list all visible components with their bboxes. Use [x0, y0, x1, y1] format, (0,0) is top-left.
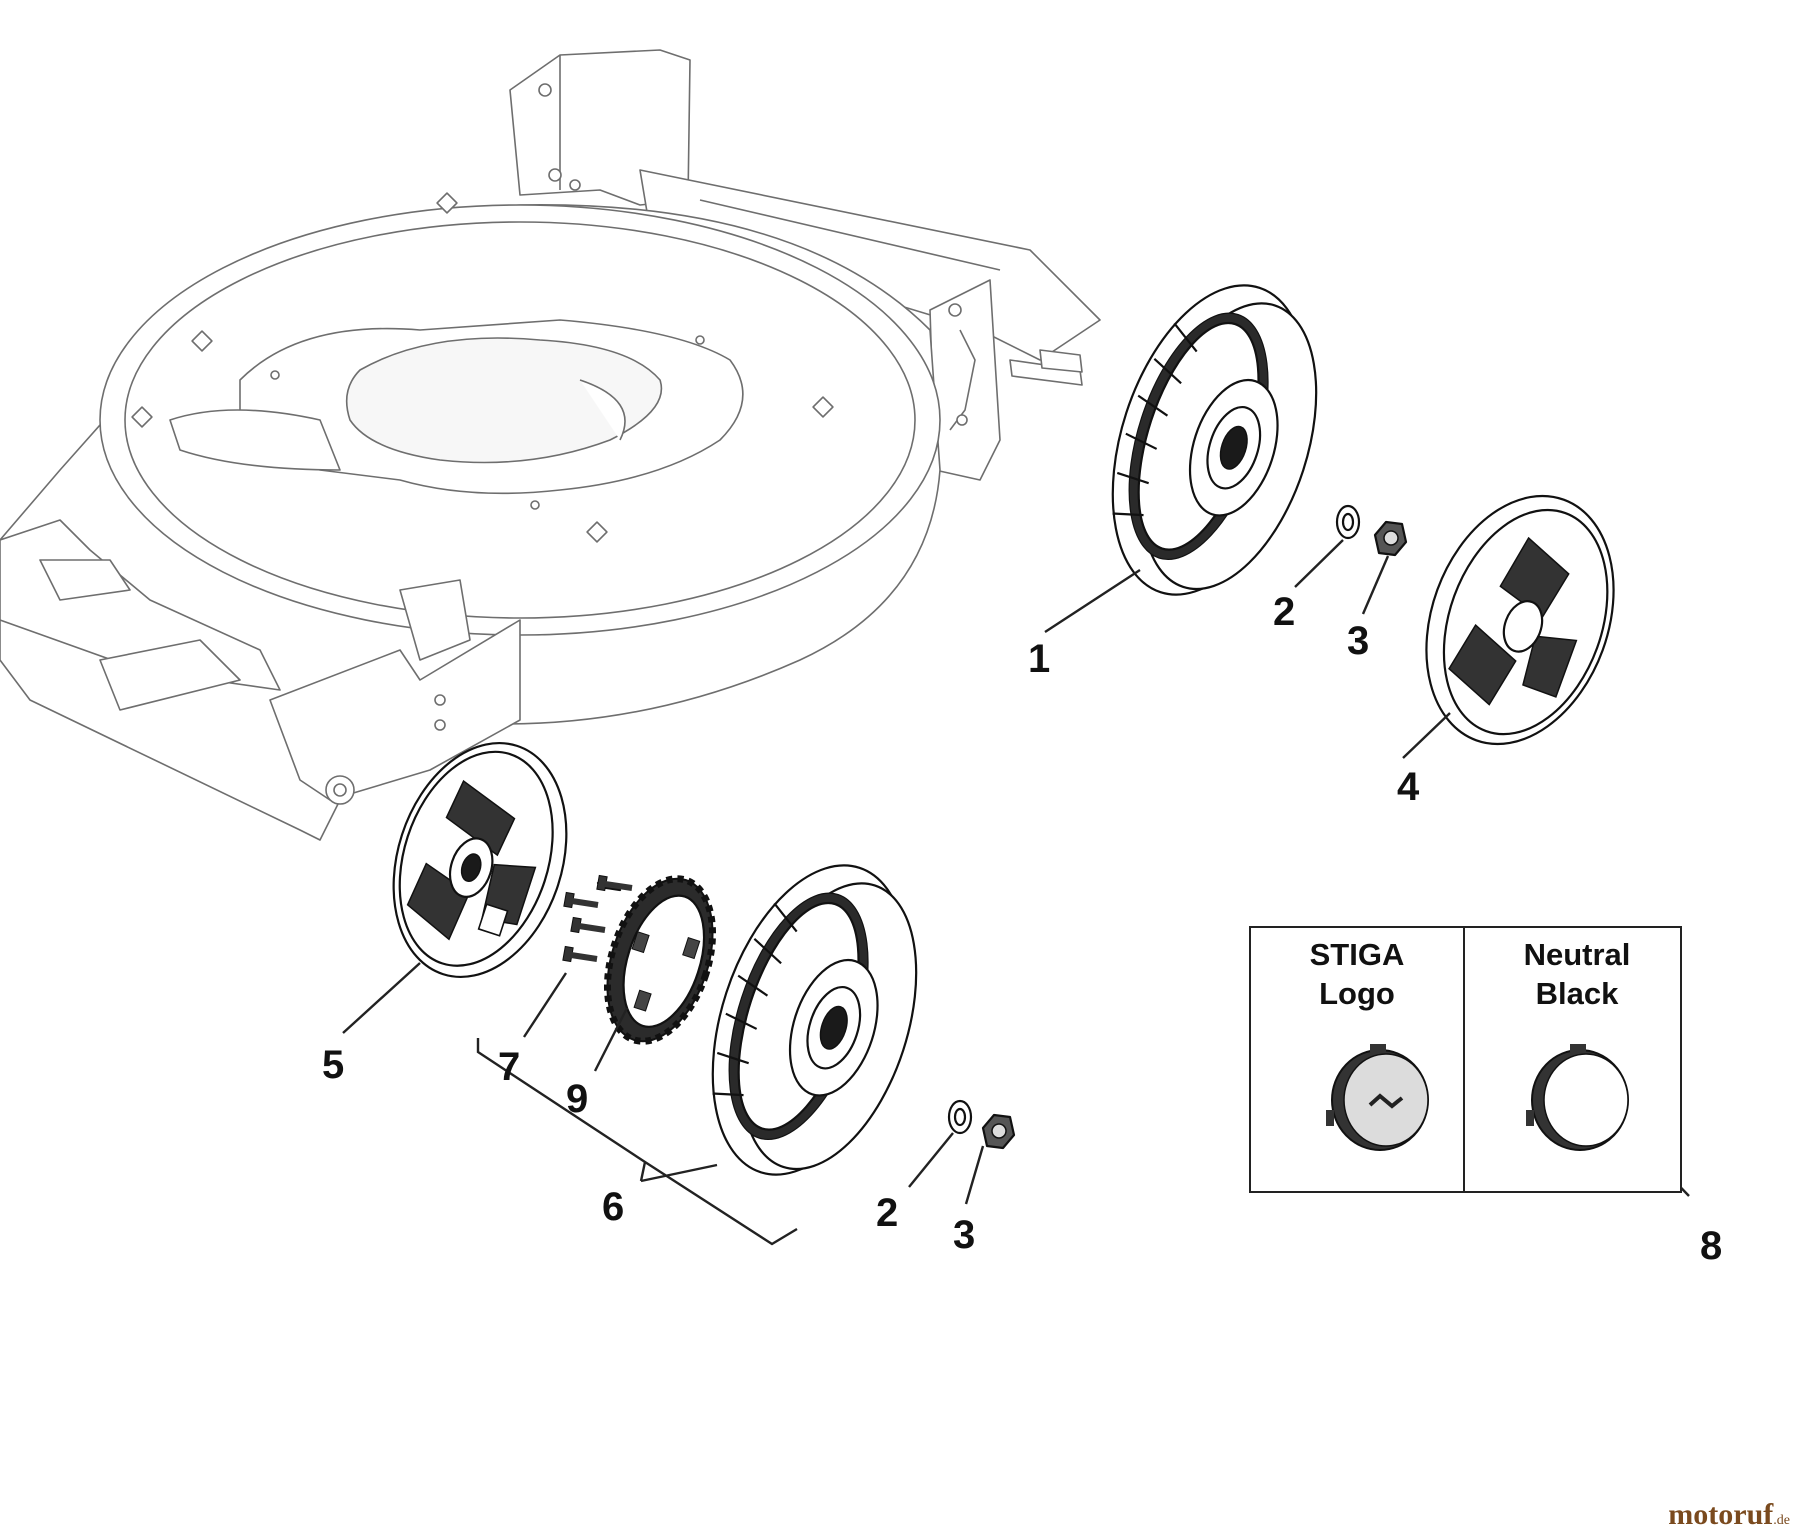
- neutral-black-cap-icon: [1526, 1044, 1629, 1151]
- variant-right-line1: Neutral: [1524, 937, 1631, 972]
- front-wheel-part: [711, 864, 918, 1176]
- inner-cover-part: [392, 741, 568, 979]
- nut-lower: [981, 1113, 1016, 1150]
- mower-deck: [0, 49, 1101, 841]
- hub-cap-variant-box: STIGA Logo Neutral Black: [1249, 926, 1682, 1193]
- callout-5: 5: [322, 1043, 344, 1087]
- callout-2-upper: 2: [1273, 590, 1295, 634]
- callout-9: 9: [566, 1077, 588, 1121]
- callout-4: 4: [1397, 765, 1420, 809]
- washer-upper: [1335, 504, 1361, 540]
- callout-1: 1: [1028, 637, 1050, 681]
- rear-wheel-part: [1111, 284, 1318, 596]
- variant-right-line2: Black: [1536, 976, 1619, 1011]
- gear-ring-part: [603, 875, 717, 1045]
- callout-6: 6: [602, 1185, 624, 1229]
- variant-left-line1: STIGA: [1310, 937, 1405, 972]
- callout-3-lower: 3: [953, 1213, 975, 1257]
- callout-labels: 1 2 3 4 5 6 7 8 9 2 3: [322, 590, 1722, 1268]
- hub-cap-part: [1425, 494, 1615, 746]
- callout-8: 8: [1700, 1224, 1722, 1268]
- leader-lines: [342, 539, 1690, 1246]
- callout-7: 7: [498, 1045, 520, 1089]
- stiga-logo-cap-icon: [1326, 1044, 1429, 1151]
- callout-2-lower: 2: [876, 1191, 898, 1235]
- callout-3-upper: 3: [1347, 619, 1369, 663]
- screws-part: [562, 874, 633, 963]
- variant-left-line2: Logo: [1319, 976, 1395, 1011]
- watermark-logo: motoruf.de: [1668, 1498, 1790, 1531]
- nut-upper: [1373, 520, 1408, 557]
- washer-lower: [947, 1099, 973, 1135]
